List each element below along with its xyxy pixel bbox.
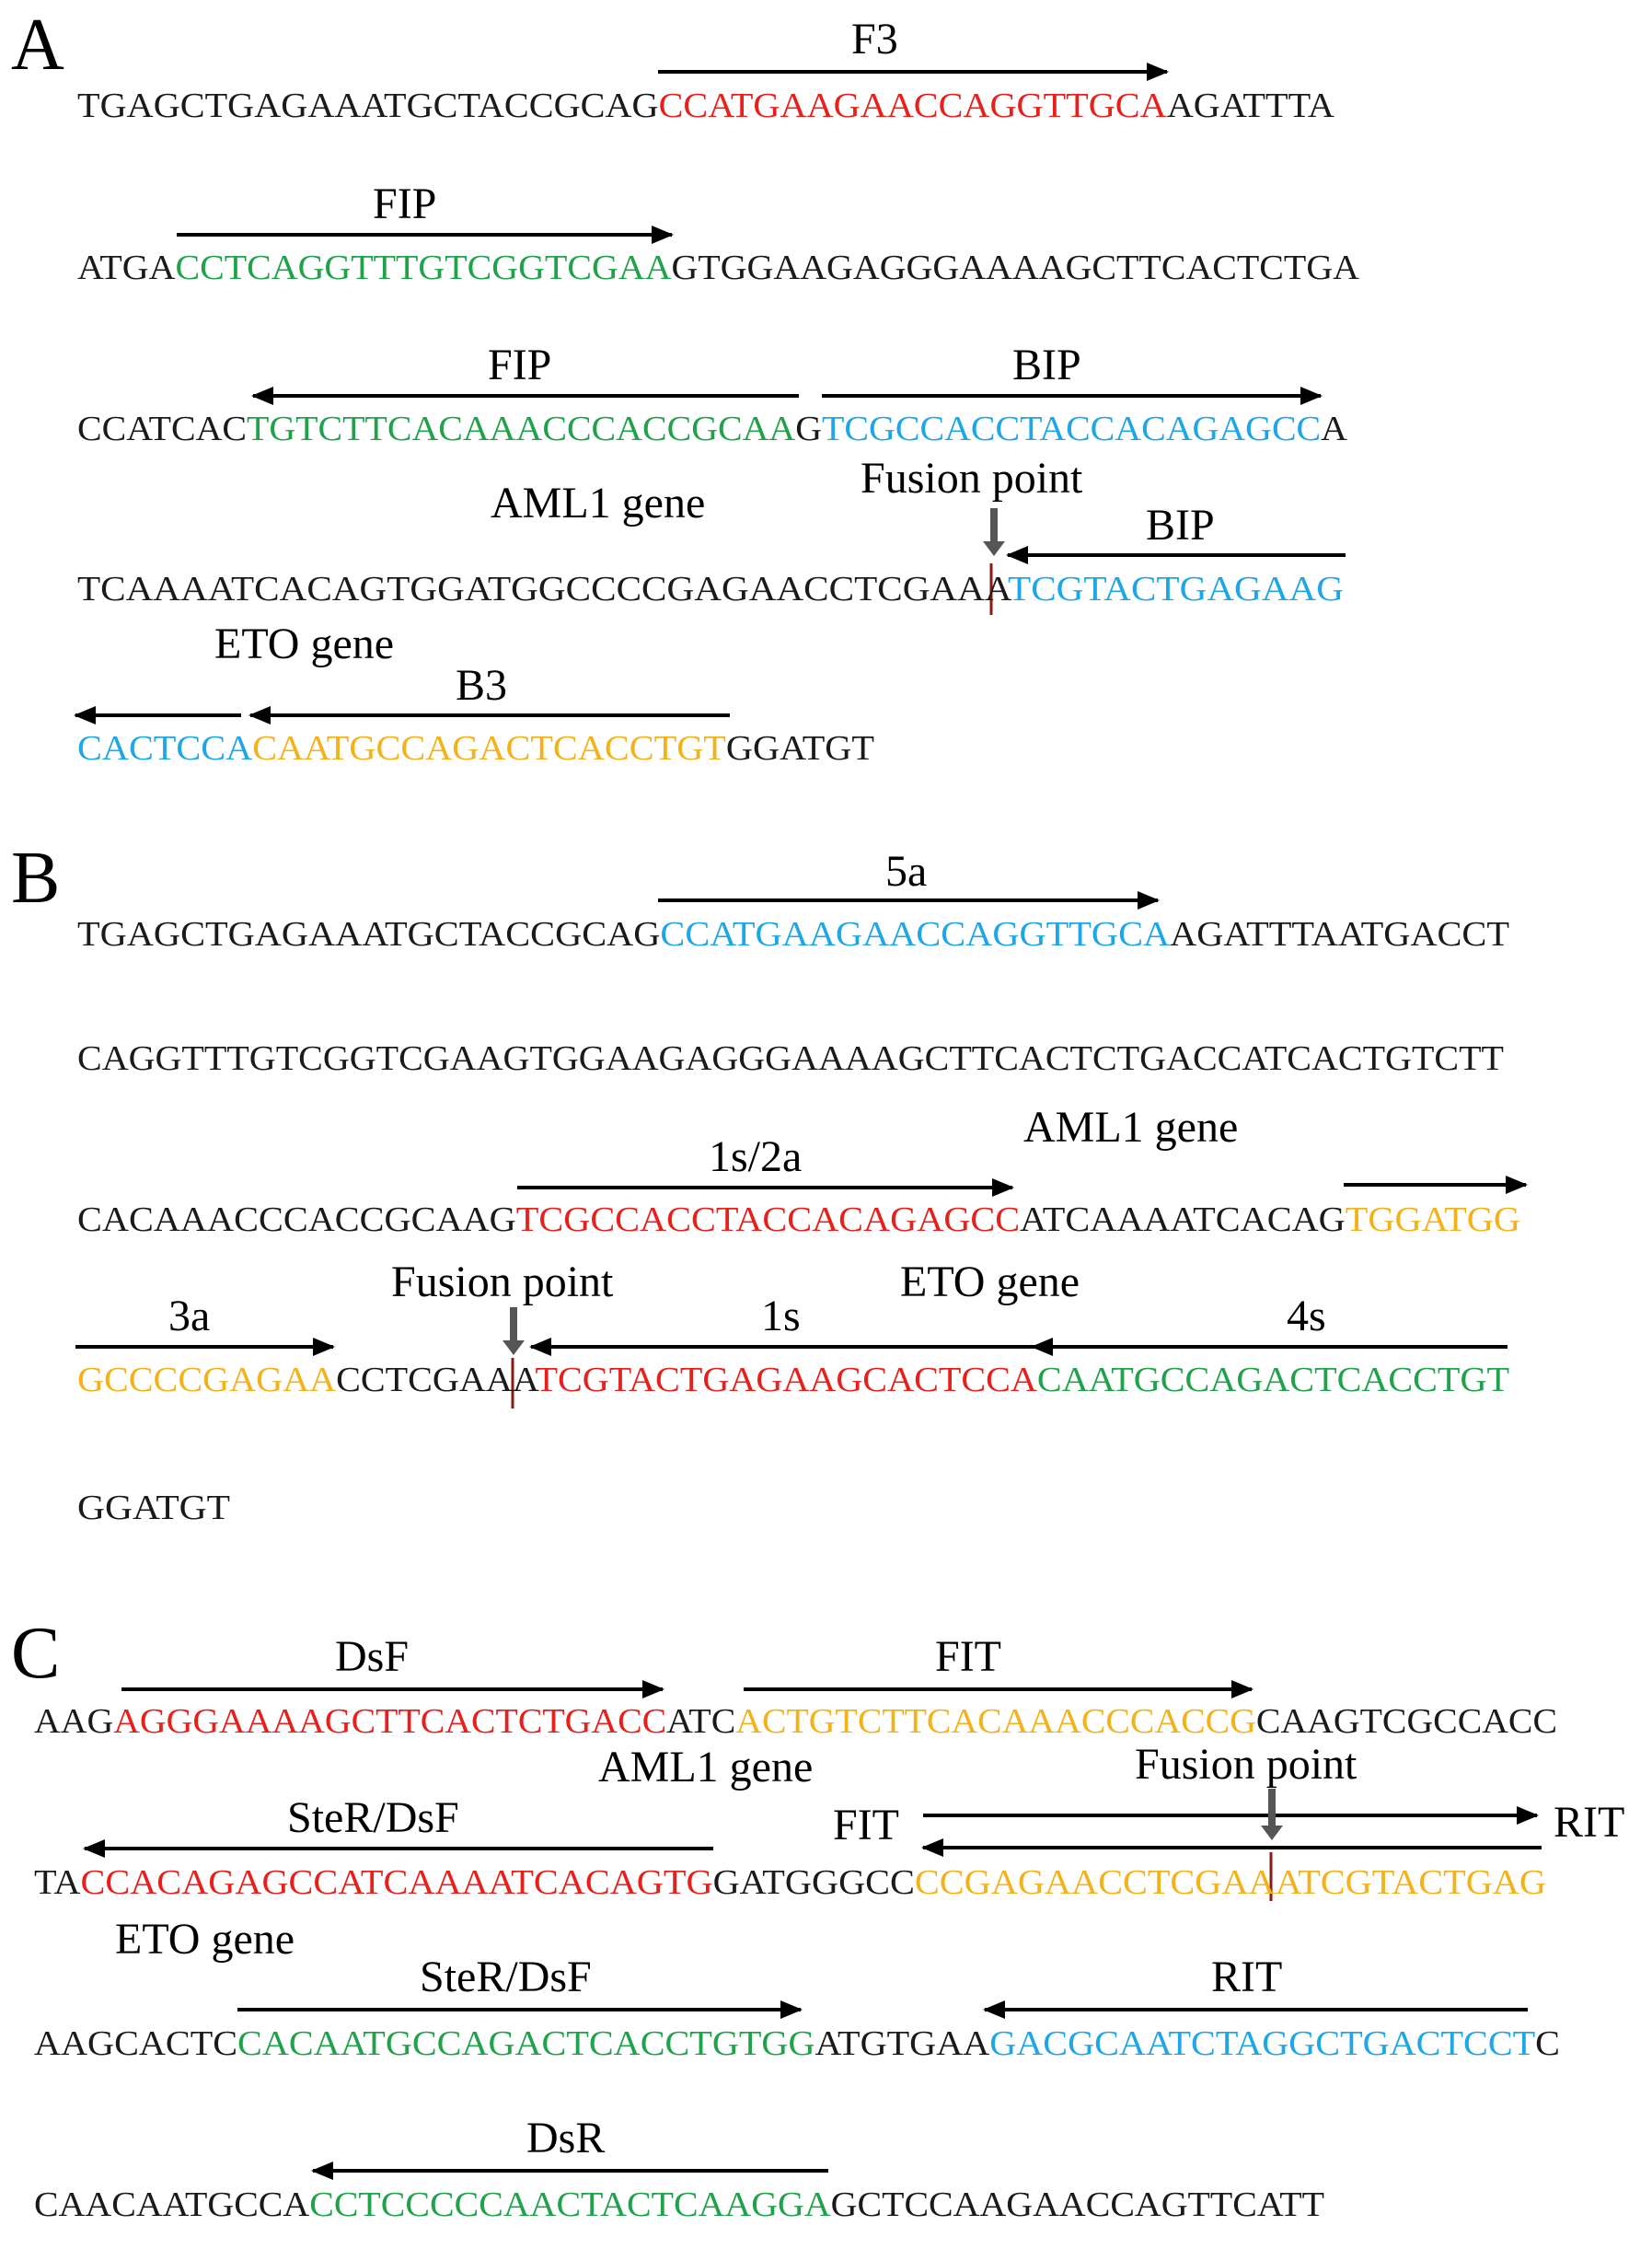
sequence-segment-blue: GACGCAATCTAGGCTGACTCCT [989, 2024, 1535, 2063]
label-bip: BIP [1012, 341, 1081, 389]
sequence-segment-blue: TCGTACTGAGAAG [1008, 570, 1344, 609]
sequence-segment-black: CAACAATGCCA [34, 2185, 310, 2224]
label-fusion-point: Fusion point [1135, 1740, 1357, 1789]
label-3a: 3a [168, 1292, 210, 1340]
sequence-segment-red: CCACAGAGCCATCAAAATCACAGTG [80, 1863, 712, 1902]
label-aml1-gene: AML1 gene [598, 1743, 813, 1791]
sequence-line: GGATGT [77, 1489, 230, 1527]
sequence-segment-black: GATGGGCC [713, 1863, 915, 1902]
sequence-segment-black: AAG [34, 1702, 113, 1741]
sequence-segment-black: ATGTGAA [814, 2024, 989, 2063]
label-eto-gene: ETO gene [115, 1915, 295, 1964]
sequence-segment-green: CCTCCCCCAACTACTCAAGGA [309, 2185, 831, 2224]
sequence-segment-black: GGATGT [726, 729, 874, 768]
sequence-segment-black: TGAGCTGAGAAATGCTACCGCAG [77, 915, 660, 954]
fusion-point-arrow-head [503, 1340, 525, 1355]
sequence-segment-green: CCTCAGGTTTGTCGGTCGAA [175, 249, 672, 287]
sequence-segment-red: TCGTACTGAGAAGCACTCCA [535, 1361, 1037, 1399]
fusion-point-arrow-head [983, 541, 1005, 556]
sequence-segment-black: TA [34, 1863, 81, 1902]
label-fit-reverse: FIT [833, 1801, 899, 1849]
label-fip-reverse: FIP [488, 341, 551, 389]
label-b3: B3 [456, 661, 507, 710]
sequence-segment-black: AGATTTA [1167, 87, 1335, 125]
sequence-segment-orange: TGGATGG [1346, 1200, 1520, 1239]
fusion-point-arrow-head [1261, 1826, 1283, 1840]
label-4s: 4s [1287, 1292, 1326, 1340]
panel-letter: B [11, 838, 60, 919]
sequence-segment-black: C [1535, 2024, 1560, 2063]
label-eto-gene: ETO gene [900, 1258, 1080, 1306]
label-fit: FIT [935, 1632, 1001, 1681]
label-f3: F3 [851, 15, 898, 64]
sequence-segment-blue: TCGCCACCTACCACAGAGCC [822, 410, 1321, 448]
sequence-segment-orange: GCCCCGAGAA [77, 1361, 337, 1399]
sequence-segment-orange: CAATGCCAGACTCACCTGT [252, 729, 726, 768]
sequence-segment-black: ATC [666, 1702, 735, 1741]
label-dsr: DsR [526, 2114, 605, 2162]
label-fusion-point: Fusion point [861, 454, 1083, 503]
label-ster-dsf: SteR/DsF [287, 1793, 459, 1842]
sequence-segment-green: CAATGCCAGACTCACCTGT [1037, 1361, 1509, 1399]
sequence-segment-black: TCAAAATCACAGTGGATGGCCCCGAGAACCTCGAAA [77, 570, 1012, 609]
label-fip: FIP [373, 180, 436, 228]
label-ster-dsf-forward: SteR/DsF [420, 1953, 592, 2001]
label-rit-reverse: RIT [1211, 1953, 1282, 2001]
sequence-segment-red: TCGCCACCTACCACAGAGCC [516, 1200, 1020, 1239]
panel-a: A F3 FIP FIP BIP AML1 gene Fusion point … [11, 5, 1360, 768]
panel-letter: A [11, 5, 64, 86]
label-5a: 5a [885, 847, 927, 896]
sequence-segment-red: AGGGAAAAGCTTCACTCTGACC [113, 1702, 666, 1741]
label-dsf: DsF [335, 1632, 409, 1681]
sequence-segment-orange: CCGAGAACCTCGAAA [915, 1863, 1302, 1902]
sequence-segment-orange: TCGTACTGAG [1298, 1863, 1546, 1902]
sequence-segment-red: CCATGAAGAACCAGGTTGCA [659, 87, 1168, 125]
sequence-segment-black: GGATGT [77, 1489, 230, 1527]
sequence-segment-black: GTGGAAGAGGGAAAAGCTTCACTCTGA [671, 249, 1359, 287]
label-eto-gene: ETO gene [214, 620, 394, 668]
panel-letter: C [11, 1613, 60, 1694]
panel-c: C DsF FIT AML1 gene Fusion point SteR/Ds… [11, 1613, 1624, 2224]
sequence-segment-green: TGTCTTCACAAACCCACCGCAA [247, 410, 796, 448]
sequence-segment-green: CACAATGCCAGACTCACCTGTGG [237, 2024, 814, 2063]
label-bip-reverse: BIP [1146, 501, 1215, 550]
sequence-segment-black: ATCAAAATCACAG [1020, 1200, 1346, 1239]
label-aml1-gene: AML1 gene [1023, 1103, 1238, 1152]
sequence-segment-black: CCATCAC [77, 410, 247, 448]
sequence-segment-black: CCTCGAAA [336, 1361, 539, 1399]
sequence-segment-black: CACAAACCCACCGCAAG [77, 1200, 516, 1239]
sequence-segment-black: AGATTTAATGACCT [1170, 915, 1509, 954]
sequence-segment-black: AAGCACTC [34, 2024, 237, 2063]
sequence-segment-black: CAAGTCGCCACC [1256, 1702, 1557, 1741]
sequence-segment-black: TGAGCTGAGAAATGCTACCGCAG [77, 87, 659, 125]
sequence-segment-black: ATGA [77, 249, 176, 287]
label-1s: 1s [761, 1292, 801, 1340]
label-aml1-gene: AML1 gene [491, 479, 705, 527]
label-rit: RIT [1554, 1798, 1624, 1847]
label-1s-2a: 1s/2a [709, 1132, 802, 1181]
panel-b: B 5a AML1 gene 1s/2a Fusion point ETO ge… [11, 838, 1528, 1527]
sequence-segment-black: GCTCCAAGAACCAGTTCATT [831, 2185, 1324, 2224]
sequence-segment-blue: CCATGAAGAACCAGGTTGCA [660, 915, 1170, 954]
sequence-segment-black: CAGGTTTGTCGGTCGAAGTGGAAGAGGGAAAAGCTTCACT… [77, 1039, 1504, 1078]
sequence-segment-blue: CACTCCA [77, 729, 253, 768]
sequence-segment-black: G [795, 410, 822, 448]
sequence-segment-black: A [1321, 410, 1347, 448]
label-fusion-point: Fusion point [391, 1258, 614, 1306]
sequence-segment-orange: ACTGTCTTCACAAACCCACCG [735, 1702, 1256, 1741]
sequence-line: CAGGTTTGTCGGTCGAAGTGGAAGAGGGAAAAGCTTCACT… [77, 1039, 1504, 1078]
